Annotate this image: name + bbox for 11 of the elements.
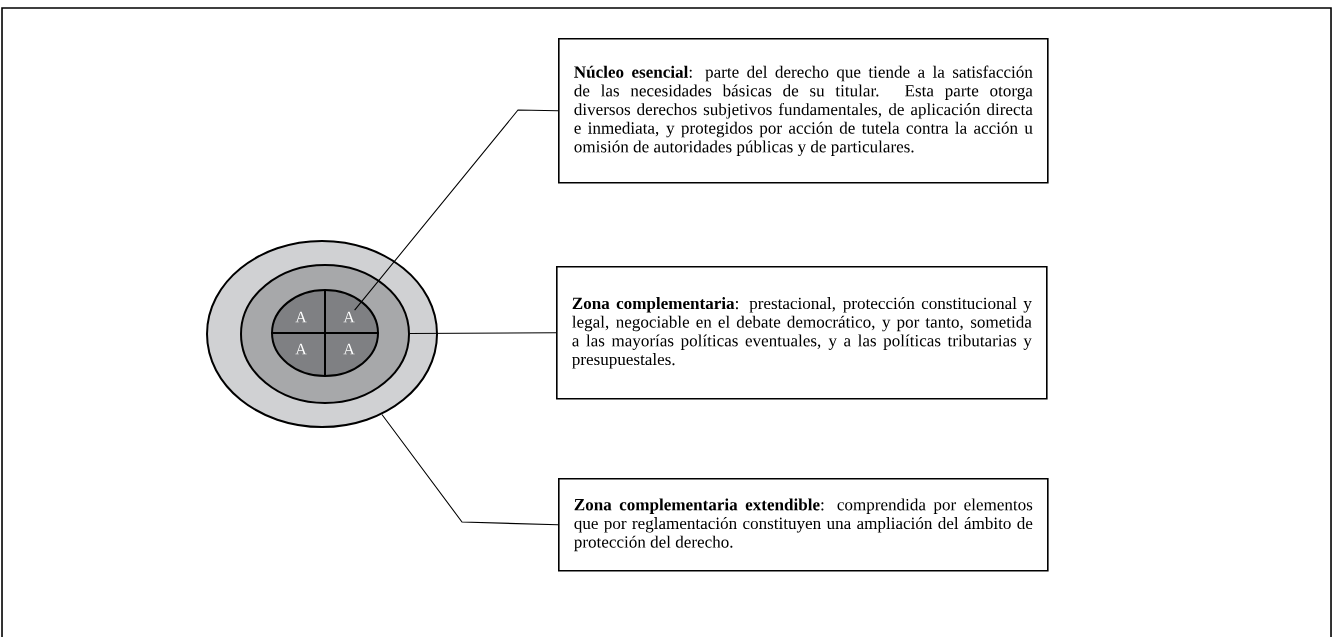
leader-line (409, 332, 557, 335)
leader-line (381, 413, 559, 526)
leader-line (354, 109, 559, 311)
quadrant-letter: A (295, 311, 307, 323)
quadrant-letter: A (343, 311, 355, 323)
quadrant-letter: A (343, 343, 355, 355)
text-box: Núcleo esencial: parte del derecho que tiende a la satisfacción de las necesidades básicas de su titular. Esta parte otorga diversos derechos subjetivos fundamentales, de aplicación directa e inmediata, y protegidos por acción de tutela contra la acción u omisión de autoridades públicas y de particulares. (558, 38, 1049, 184)
text-box: Zona complementaria extendible: comprendida por elementos que por reglamentación constituyen una ampliación del ámbito de protección del derecho. (558, 478, 1049, 572)
text-box: Zona complementaria: prestacional, protección constitucional y legal, negociable en el debate democrático, y por tanto, sometida a las mayorías políticas eventuales, y a las políticas tributarias y presupuestales. (556, 266, 1048, 400)
core-ellipse (270, 288, 380, 378)
quadrant-letter: A (295, 343, 307, 355)
